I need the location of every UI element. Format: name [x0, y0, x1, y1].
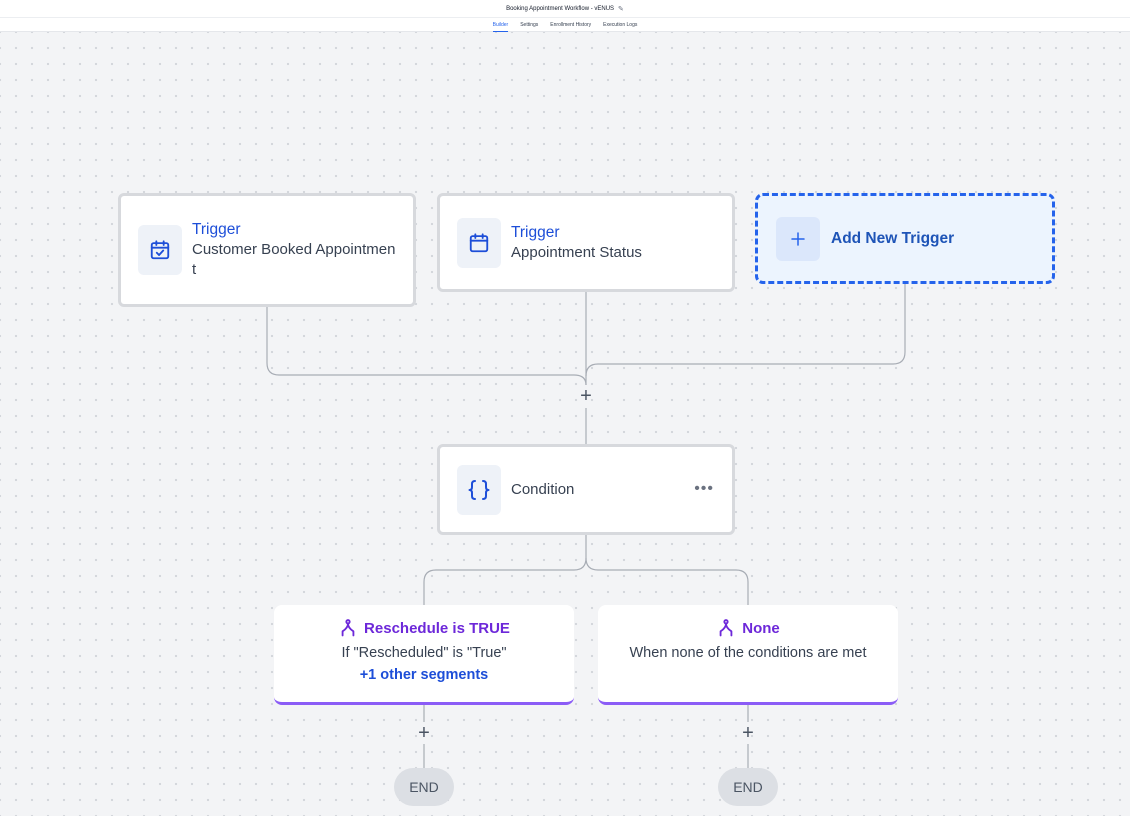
tab-settings[interactable]: Settings	[520, 22, 539, 28]
add-step-plus-icon[interactable]: +	[418, 722, 430, 744]
trigger-name: Appointment Status	[511, 243, 642, 261]
calendar-icon	[457, 217, 501, 268]
tab-execution-logs[interactable]: Execution Logs	[603, 22, 638, 28]
add-new-trigger-button[interactable]: Add New Trigger	[755, 193, 1055, 284]
braces-icon	[457, 464, 501, 515]
split-icon	[341, 619, 355, 637]
branch-description: If "Rescheduled" is "True"	[341, 645, 507, 661]
more-horizontal-icon[interactable]: •••	[694, 480, 714, 497]
trigger-text: Trigger Customer Booked Appointment	[192, 220, 397, 280]
tab-enrollment-history[interactable]: Enrollment History	[550, 22, 592, 28]
add-new-trigger-label: Add New Trigger	[831, 229, 955, 247]
trigger-type-label: Trigger	[192, 221, 241, 238]
branch-title-row: Reschedule is TRUE	[274, 617, 574, 639]
plus-icon	[776, 216, 820, 261]
condition-label: Condition	[511, 480, 575, 498]
other-segments-link[interactable]: +1 other segments	[359, 667, 489, 683]
branch-title: None	[742, 619, 780, 637]
workflow-title-row: Booking Appointment Workflow - vENUS ✎	[0, 4, 1130, 14]
trigger-appointment-status[interactable]: Trigger Appointment Status	[437, 193, 735, 292]
branch-none[interactable]: None When none of the conditions are met	[598, 605, 898, 705]
calendar-check-icon	[138, 225, 182, 275]
tab-builder[interactable]: Builder	[492, 18, 508, 32]
branch-title: Reschedule is TRUE	[364, 619, 510, 637]
end-node: END	[718, 768, 778, 806]
trigger-customer-booked-appointment[interactable]: Trigger Customer Booked Appointment	[118, 193, 416, 307]
split-icon	[719, 619, 733, 637]
tab-bar: Builder Settings Enrollment History Exec…	[0, 18, 1130, 32]
condition-node[interactable]: Condition •••	[437, 444, 735, 535]
branch-reschedule-true[interactable]: Reschedule is TRUE If "Rescheduled" is "…	[274, 605, 574, 705]
branch-title-row: None	[598, 617, 898, 639]
end-node: END	[394, 768, 454, 806]
header-divider	[0, 17, 1130, 18]
workflow-title[interactable]: Booking Appointment Workflow - vENUS	[506, 6, 615, 12]
condition-text: Condition	[511, 480, 574, 500]
edit-pencil-icon[interactable]: ✎	[618, 5, 624, 13]
branch-description: When none of the conditions are met	[629, 645, 867, 661]
trigger-name: Customer Booked Appointment	[192, 241, 396, 278]
top-header: Booking Appointment Workflow - vENUS ✎ B…	[0, 0, 1130, 32]
add-step-plus-icon[interactable]: +	[580, 385, 592, 407]
trigger-text: Trigger Appointment Status	[511, 223, 642, 263]
add-step-plus-icon[interactable]: +	[742, 722, 754, 744]
trigger-type-label: Trigger	[511, 223, 560, 241]
